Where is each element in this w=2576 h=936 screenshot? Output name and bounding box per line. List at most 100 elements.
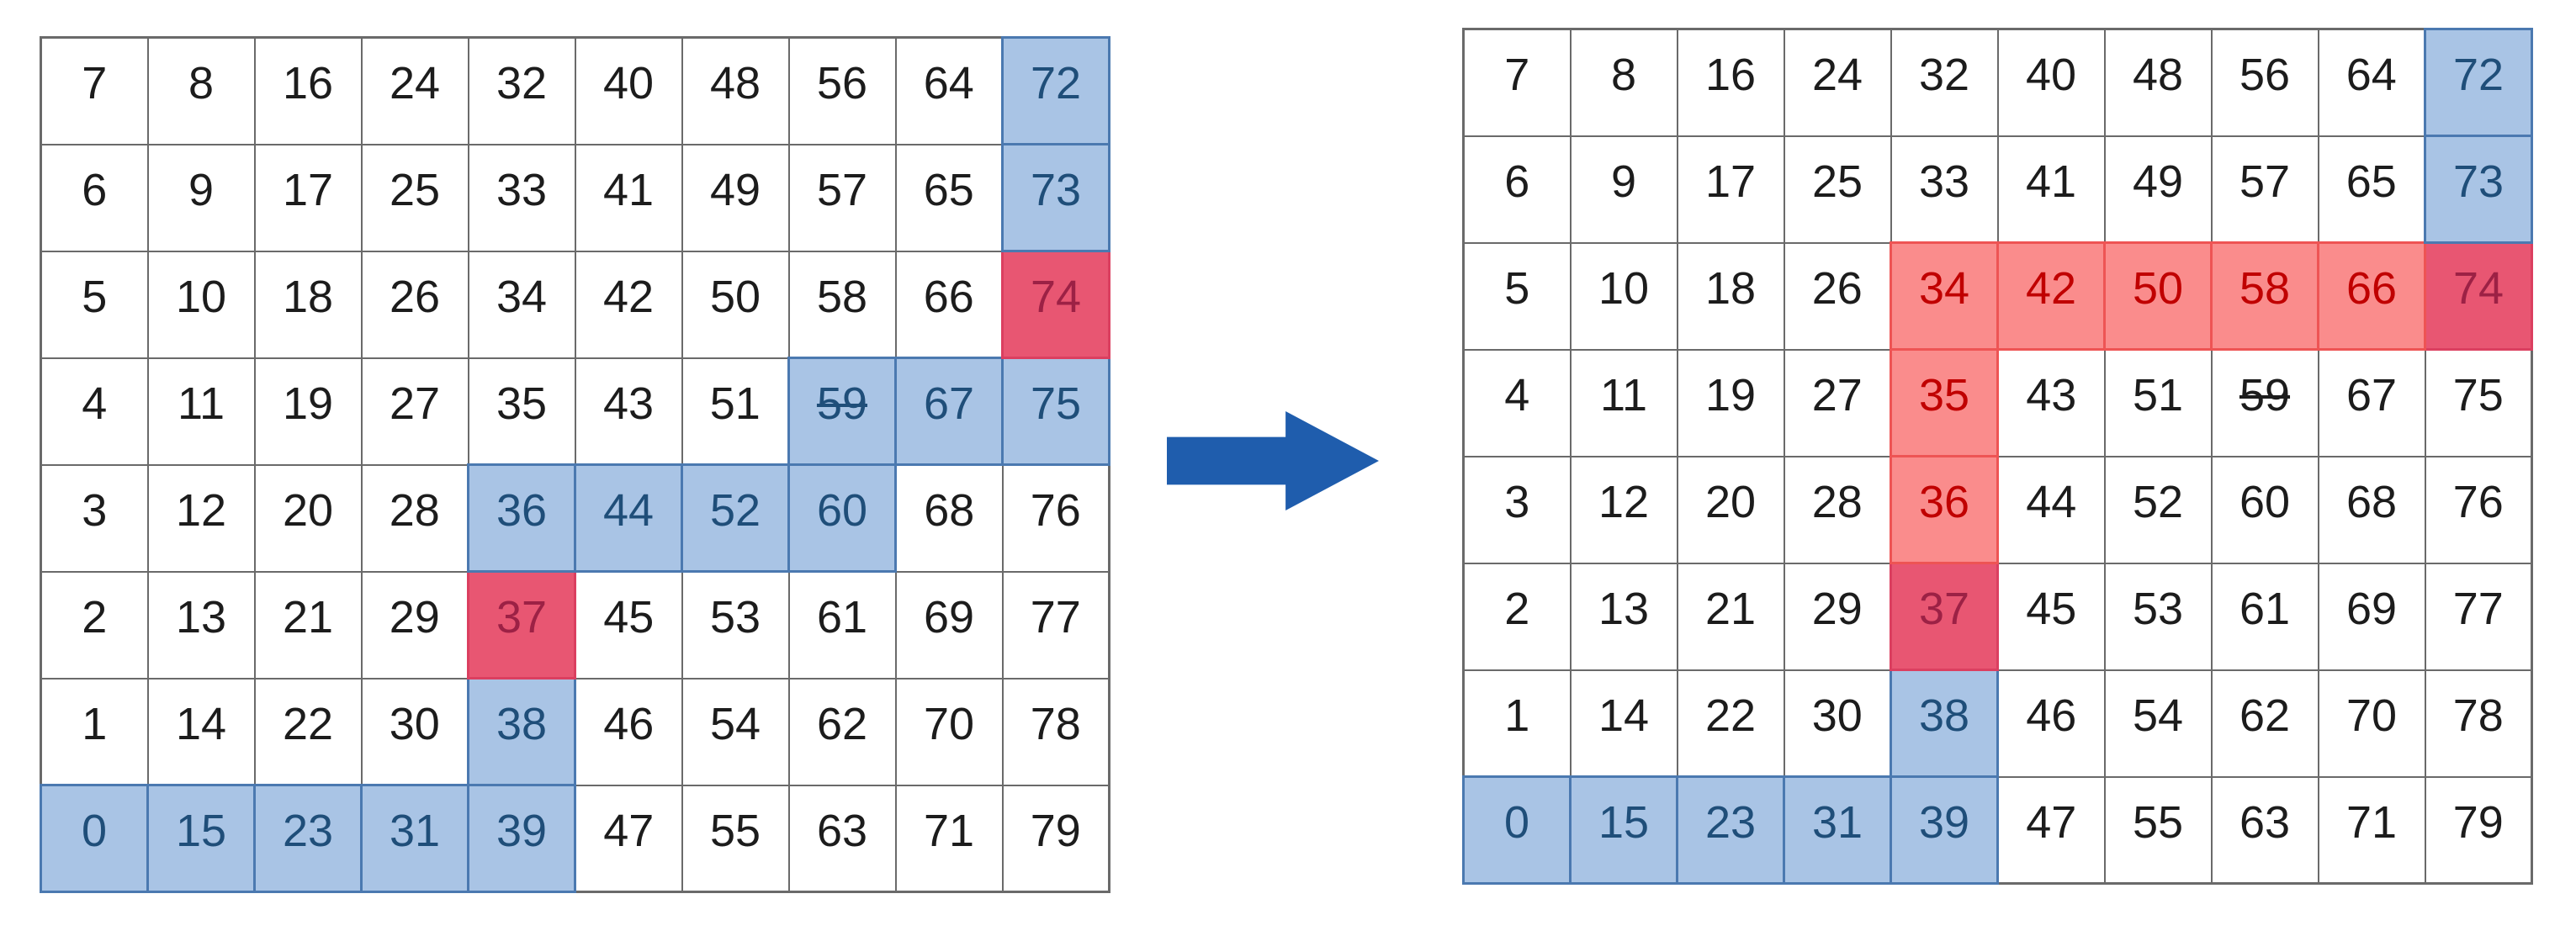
grid-cell-33: 33 <box>467 143 576 252</box>
grid-cell-37: 37 <box>1890 562 1999 671</box>
grid-cell-48: 48 <box>681 36 790 145</box>
grid-cell-41: 41 <box>1996 135 2106 244</box>
grid-cell-6: 6 <box>1462 135 1572 244</box>
grid-cell-4: 4 <box>40 357 149 466</box>
grid-cell-63: 63 <box>2210 775 2319 885</box>
grid-cell-24: 24 <box>1783 28 1892 137</box>
grid-cell-18: 18 <box>253 250 363 359</box>
grid-cell-34: 34 <box>467 250 576 359</box>
grid-cell-33: 33 <box>1890 135 1999 244</box>
grid-cell-59: 59 <box>787 357 897 466</box>
grid-cell-61: 61 <box>2210 562 2319 671</box>
grid-cell-6: 6 <box>40 143 149 252</box>
grid-cell-72: 72 <box>1001 36 1110 145</box>
grid-cell-32: 32 <box>1890 28 1999 137</box>
grid-cell-43: 43 <box>574 357 683 466</box>
grid-cell-11: 11 <box>146 357 256 466</box>
grid-cell-25: 25 <box>1783 135 1892 244</box>
grid-cell-30: 30 <box>360 677 469 786</box>
grid-cell-38: 38 <box>1890 669 1999 778</box>
grid-cell-51: 51 <box>2103 348 2213 457</box>
grid-cell-27: 27 <box>1783 348 1892 457</box>
grid-cell-74: 74 <box>1001 250 1110 359</box>
grid-cell-56: 56 <box>2210 28 2319 137</box>
grid-cell-39: 39 <box>1890 775 1999 885</box>
grid-cell-62: 62 <box>787 677 897 786</box>
grid-cell-12: 12 <box>1569 455 1678 564</box>
grid-cell-10: 10 <box>1569 241 1678 351</box>
transition-arrow-icon <box>1167 411 1379 510</box>
grid-cell-77: 77 <box>2424 562 2533 671</box>
grid-cell-28: 28 <box>360 463 469 573</box>
grid-cell-46: 46 <box>574 677 683 786</box>
grid-cell-19: 19 <box>253 357 363 466</box>
grid-cell-35: 35 <box>467 357 576 466</box>
grid-cell-41: 41 <box>574 143 683 252</box>
grid-cell-72: 72 <box>2424 28 2533 137</box>
grid-cell-8: 8 <box>146 36 256 145</box>
grid-cell-46: 46 <box>1996 669 2106 778</box>
grid-cell-3: 3 <box>40 463 149 573</box>
grid-cell-77: 77 <box>1001 570 1110 680</box>
grid-cell-78: 78 <box>1001 677 1110 786</box>
grid-cell-19: 19 <box>1676 348 1785 457</box>
grid-cell-31: 31 <box>1783 775 1892 885</box>
grid-cell-68: 68 <box>894 463 1004 573</box>
grid-cell-36: 36 <box>467 463 576 573</box>
grid-cell-50: 50 <box>681 250 790 359</box>
grid-cell-2: 2 <box>40 570 149 680</box>
grid-cell-26: 26 <box>360 250 469 359</box>
grid-cell-27: 27 <box>360 357 469 466</box>
grid-cell-24: 24 <box>360 36 469 145</box>
grid-cell-79: 79 <box>2424 775 2533 885</box>
grid-cell-65: 65 <box>2317 135 2426 244</box>
grid-cell-74: 74 <box>2424 241 2533 351</box>
grid-cell-45: 45 <box>574 570 683 680</box>
grid-cell-58: 58 <box>2210 241 2319 351</box>
grid-cell-25: 25 <box>360 143 469 252</box>
grid-cell-57: 57 <box>2210 135 2319 244</box>
grid-cell-17: 17 <box>253 143 363 252</box>
grid-cell-9: 9 <box>1569 135 1678 244</box>
grid-cell-44: 44 <box>574 463 683 573</box>
grid-cell-14: 14 <box>146 677 256 786</box>
grid-cell-8: 8 <box>1569 28 1678 137</box>
grid-cell-53: 53 <box>2103 562 2213 671</box>
grid-cell-34: 34 <box>1890 241 1999 351</box>
grid-cell-1: 1 <box>40 677 149 786</box>
grid-cell-73: 73 <box>1001 143 1110 252</box>
grid-cell-29: 29 <box>1783 562 1892 671</box>
grid-cell-49: 49 <box>2103 135 2213 244</box>
grid-cell-60: 60 <box>2210 455 2319 564</box>
grid-cell-7: 7 <box>40 36 149 145</box>
grid-cell-28: 28 <box>1783 455 1892 564</box>
grid-cell-71: 71 <box>894 784 1004 893</box>
grid-cell-40: 40 <box>574 36 683 145</box>
grid-cell-69: 69 <box>2317 562 2426 671</box>
grid-cell-29: 29 <box>360 570 469 680</box>
grid-cell-42: 42 <box>574 250 683 359</box>
grid-cell-71: 71 <box>2317 775 2426 885</box>
grid-cell-0: 0 <box>1462 775 1572 885</box>
grid-cell-67: 67 <box>2317 348 2426 457</box>
grid-cell-38: 38 <box>467 677 576 786</box>
grid-cell-44: 44 <box>1996 455 2106 564</box>
grid-cell-75: 75 <box>1001 357 1110 466</box>
grid-cell-54: 54 <box>2103 669 2213 778</box>
grid-cell-18: 18 <box>1676 241 1785 351</box>
grid-cell-42: 42 <box>1996 241 2106 351</box>
grid-cell-17: 17 <box>1676 135 1785 244</box>
grid-cell-63: 63 <box>787 784 897 893</box>
grid-cell-48: 48 <box>2103 28 2213 137</box>
grid-cell-54: 54 <box>681 677 790 786</box>
